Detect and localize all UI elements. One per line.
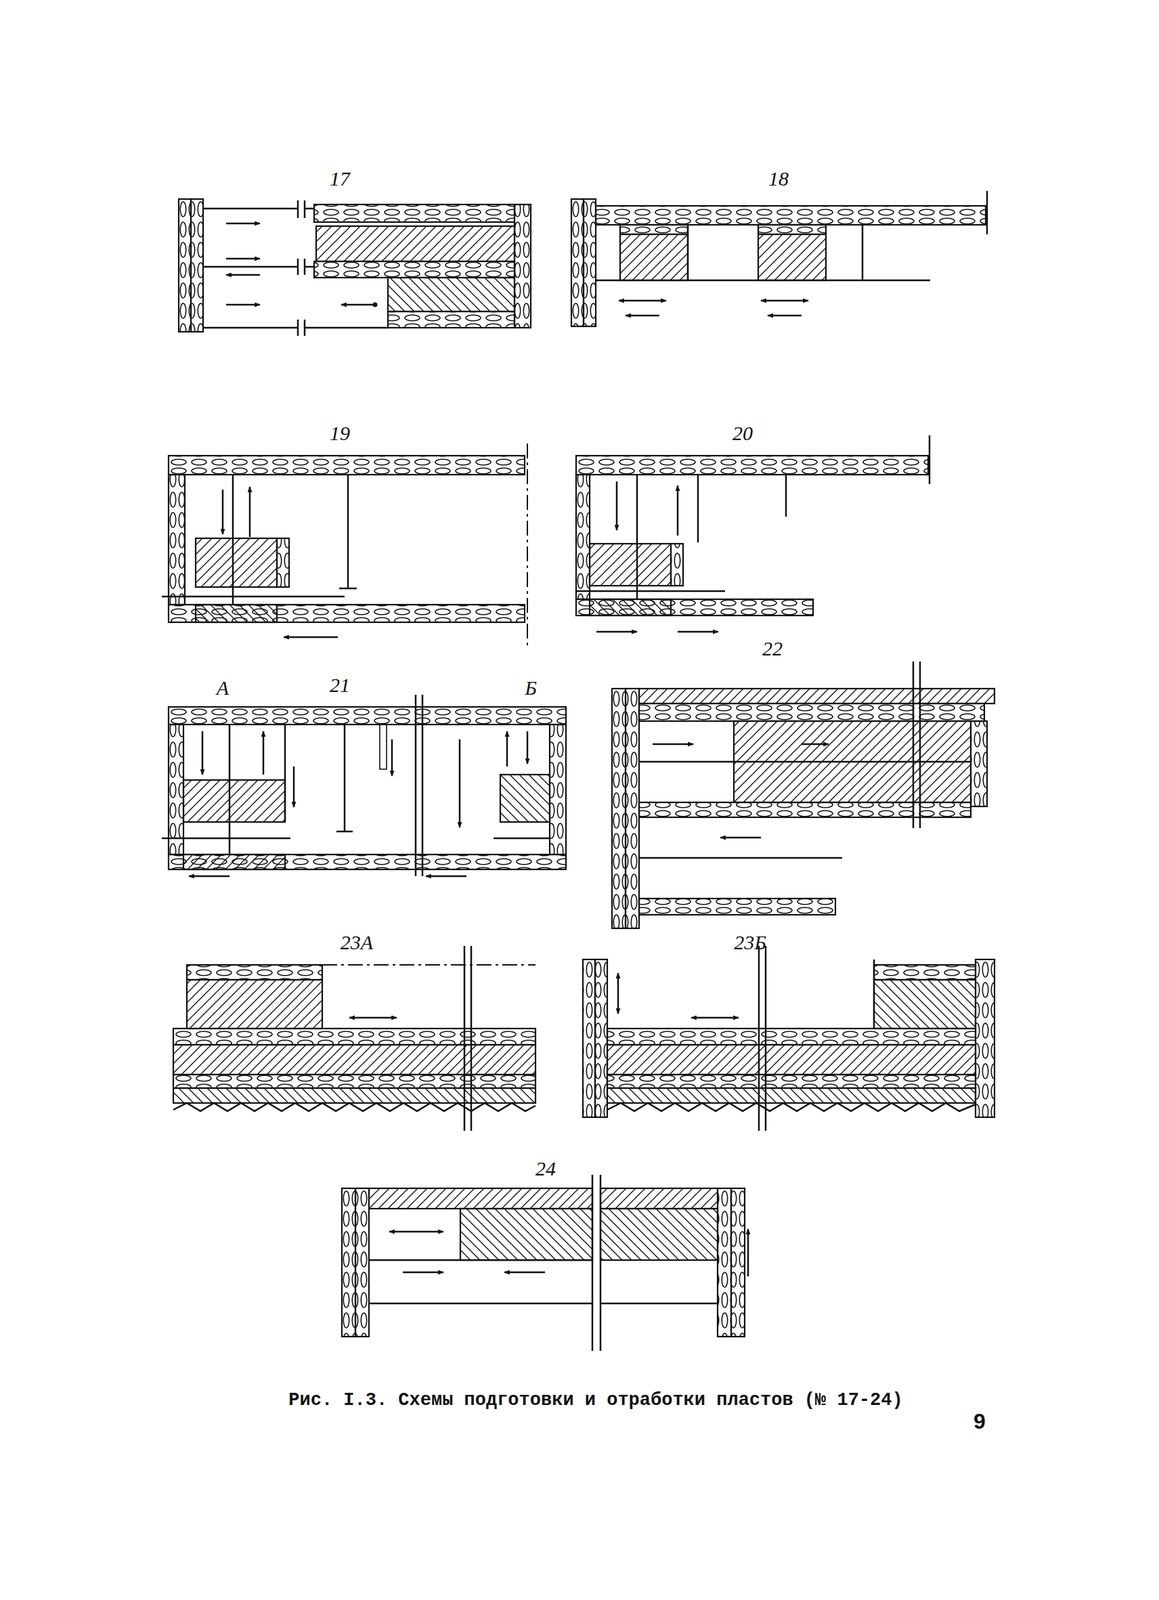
scheme-23a <box>173 945 536 1131</box>
section-letter: А <box>216 676 229 700</box>
scheme-21 <box>161 694 566 877</box>
scheme-19 <box>161 443 528 648</box>
scheme-18 <box>571 190 988 327</box>
scheme-20 <box>576 435 930 632</box>
scheme-24 <box>341 1174 749 1351</box>
scheme-number: 17 <box>329 167 351 191</box>
scheme-17 <box>178 199 531 336</box>
scheme-number: 22 <box>762 637 783 661</box>
scheme-number: 19 <box>329 421 351 445</box>
scheme-23b <box>582 945 995 1131</box>
scheme-number: 18 <box>768 167 789 191</box>
figure-caption: Рис. I.3. Схемы подготовки и отработки п… <box>288 1389 903 1411</box>
scheme-number: 23А <box>340 930 374 954</box>
scheme-number: 21 <box>329 673 351 697</box>
page-number: 9 <box>973 1408 986 1434</box>
scheme-number: 24 <box>535 1156 556 1180</box>
scheme-number: 20 <box>732 421 753 445</box>
scheme-number: 23Б <box>733 930 767 954</box>
section-letter: Б <box>524 676 537 700</box>
scheme-22 <box>611 661 995 929</box>
